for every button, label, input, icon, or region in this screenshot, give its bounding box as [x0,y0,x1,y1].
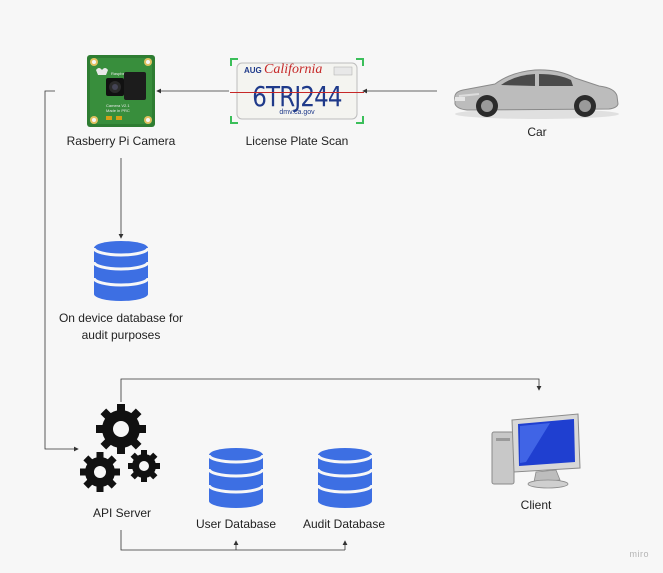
connector-api-to-dbs [120,530,345,551]
raspberry-pi-camera-icon: Raspberry Pi Camera V2.1 Made in PRC [87,55,155,127]
plate-label: License Plate Scan [245,134,349,148]
device-database-icon [92,241,150,301]
user-db-label: User Database [195,517,277,531]
camera-label: Rasberry Pi Camera [66,134,176,148]
user-database-icon [207,448,265,508]
device-db-label-line2: audit purposes [81,328,161,342]
device-db-label-line1: On device database for [58,311,184,325]
plate-number: 6TRJ244 [252,80,342,113]
plate-footer: dmv.ca.gov [279,109,315,116]
device-db-label: On device database for audit purposes [46,310,196,344]
client-label: Client [520,498,552,512]
miro-watermark: miro [629,549,649,559]
license-plate-scan: AUG California 6TRJ244 dmv.ca.gov [230,58,364,124]
plate-month: AUG [244,66,262,75]
plate-state: California [264,62,323,77]
car-label: Car [527,125,547,139]
api-server-label: API Server [92,506,152,520]
scan-frame-icon [230,58,364,124]
svg-text:Made in PRC: Made in PRC [106,108,130,113]
arrow-api-to-client [120,378,542,402]
svg-text:Camera V2.1: Camera V2.1 [106,103,130,108]
audit-db-label: Audit Database [302,517,386,531]
gears-icon [80,404,160,492]
scan-line [230,92,364,93]
car-icon [454,69,619,119]
arrow-camera-to-api [44,90,79,452]
client-computer-icon [491,413,581,489]
svg-text:Raspberry Pi: Raspberry Pi [111,71,134,76]
audit-database-icon [316,448,374,508]
